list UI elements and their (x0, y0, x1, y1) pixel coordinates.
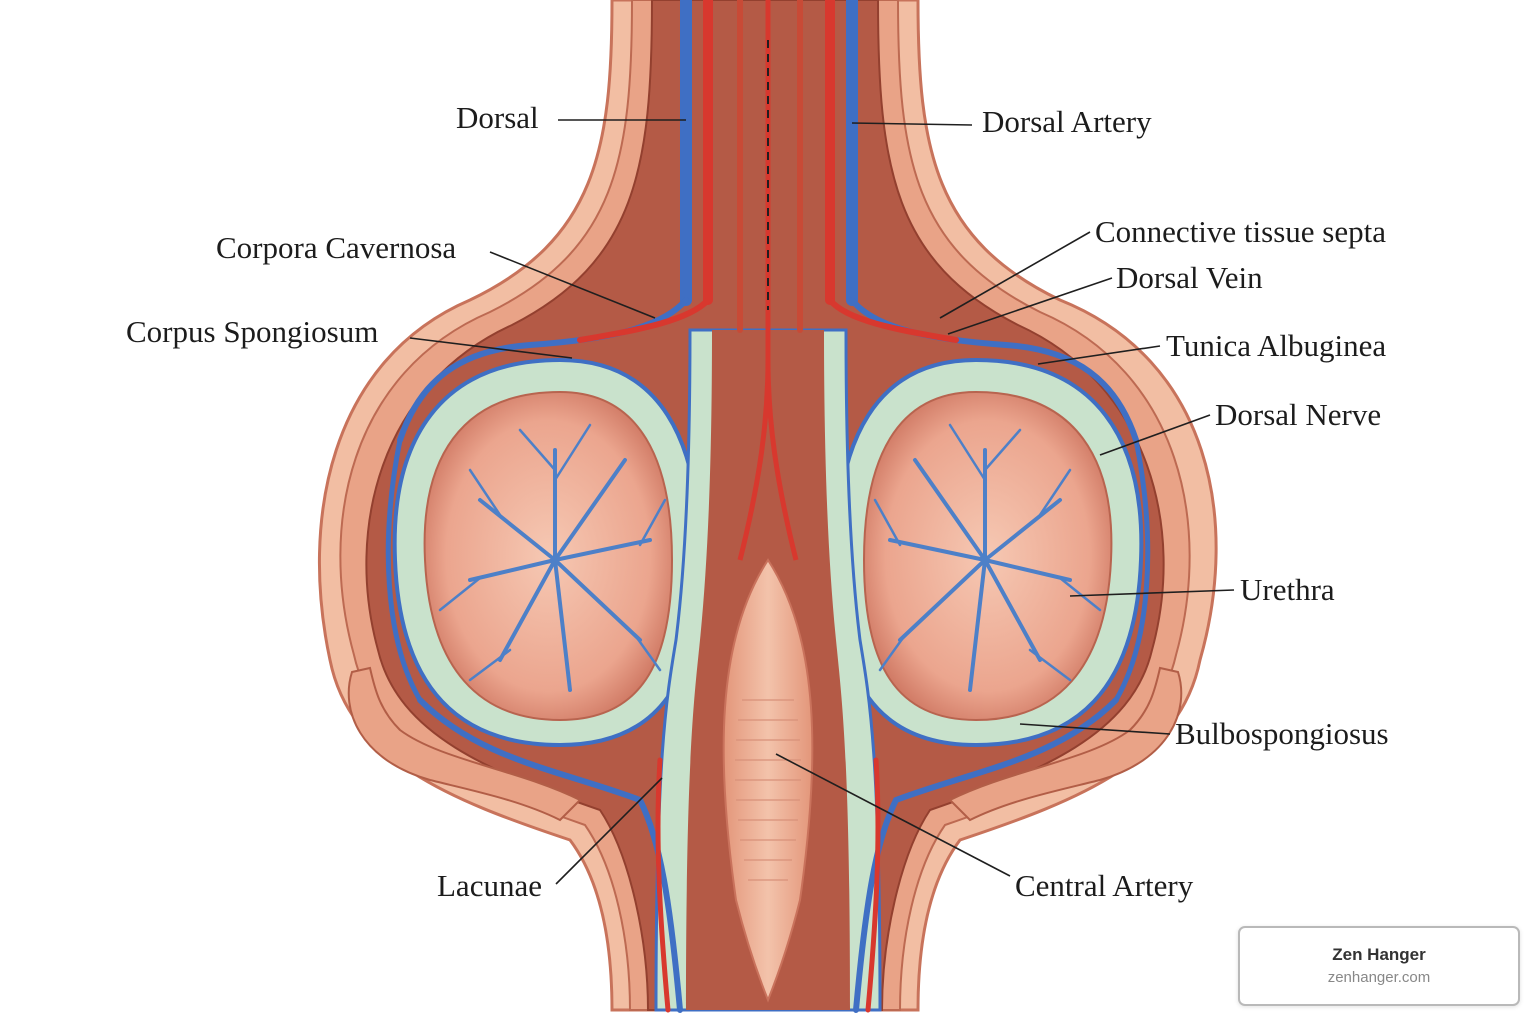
lobe-vessels-right (873, 423, 1102, 692)
brand-name: Zen Hanger (1332, 945, 1426, 964)
label-central-artery: Central Artery (1015, 868, 1194, 903)
vessel-bundle-top (680, 0, 858, 333)
curving-vessels (385, 297, 1151, 1013)
lobe-vessels-left (438, 423, 667, 692)
label-corpora-cavernosa: Corpora Cavernosa (216, 230, 456, 265)
leader-lines (409, 119, 1235, 885)
label-dorsal-vein: Dorsal Vein (1116, 260, 1263, 295)
label-dorsal: Dorsal (456, 100, 539, 135)
label-bulbospongiosus: Bulbospongiosus (1175, 716, 1389, 751)
label-dorsal-nerve: Dorsal Nerve (1215, 397, 1381, 432)
bulbospongiosus-left (347, 666, 582, 822)
label-corpus-spongiosum: Corpus Spongiosum (126, 314, 378, 349)
bulbospongiosus-right (948, 666, 1183, 822)
brand-url: zenhanger.com (1327, 969, 1431, 986)
urethra-striations (735, 699, 801, 881)
label-lacunae: Lacunae (437, 868, 542, 903)
brand-badge[interactable]: Zen Hanger zenhanger.com (1238, 926, 1520, 1006)
label-urethra: Urethra (1240, 572, 1335, 607)
label-dorsal-artery: Dorsal Artery (982, 104, 1152, 139)
label-tunica-albuginea: Tunica Albuginea (1166, 328, 1386, 363)
label-connective-tissue-septa: Connective tissue septa (1095, 214, 1386, 249)
